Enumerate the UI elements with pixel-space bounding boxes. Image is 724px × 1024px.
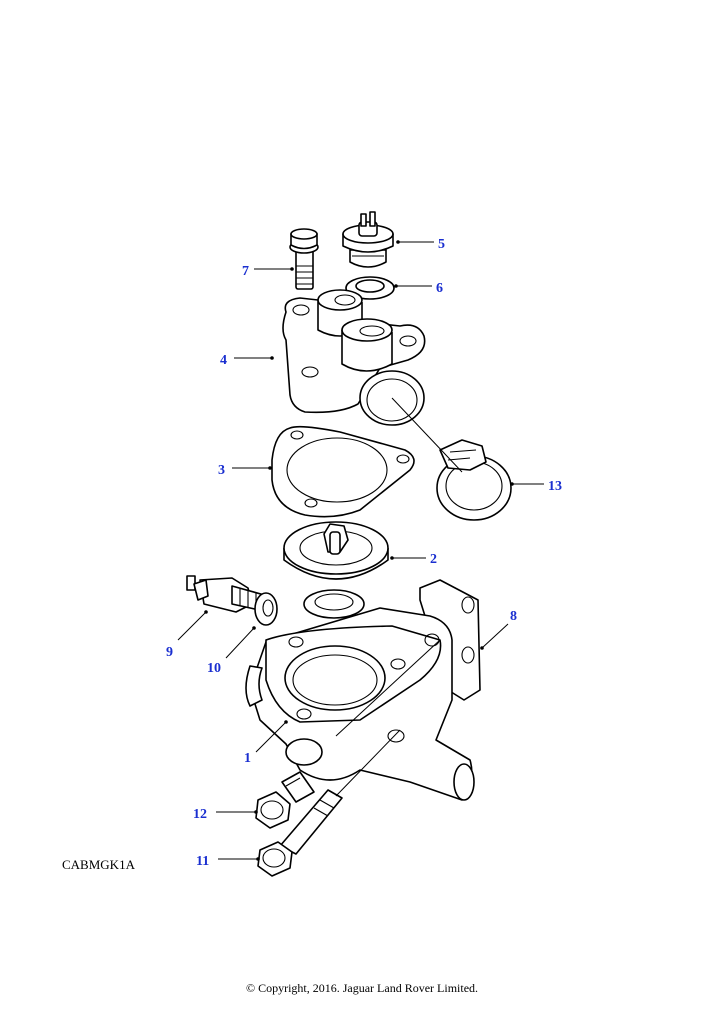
callout-11[interactable]: 11 xyxy=(196,854,260,869)
callout-5[interactable]: 5 xyxy=(396,237,445,252)
copyright-notice: © Copyright, 2016. Jaguar Land Rover Lim… xyxy=(245,981,479,995)
part-11-long-bolt[interactable] xyxy=(257,789,343,877)
svg-text:9: 9 xyxy=(166,645,173,660)
callout-8[interactable]: 8 xyxy=(480,609,517,650)
svg-text:4: 4 xyxy=(220,353,227,368)
callout-10[interactable]: 10 xyxy=(207,626,256,676)
part-2-thermostat[interactable] xyxy=(283,521,389,580)
part-7-bolt[interactable] xyxy=(289,228,319,290)
svg-text:13: 13 xyxy=(548,479,562,494)
part-13-hose-clip[interactable] xyxy=(436,439,512,521)
thermostat-seal xyxy=(303,589,365,619)
svg-text:3: 3 xyxy=(218,463,225,478)
callout-13[interactable]: 13 xyxy=(510,479,562,494)
svg-text:6: 6 xyxy=(436,281,443,296)
callout-4[interactable]: 4 xyxy=(220,353,274,368)
callout-6[interactable]: 6 xyxy=(394,281,443,296)
svg-text:10: 10 xyxy=(207,661,221,676)
callout-3[interactable]: 3 xyxy=(218,463,272,478)
svg-text:1: 1 xyxy=(244,751,251,766)
part-1-main-housing[interactable] xyxy=(245,607,475,801)
svg-text:7: 7 xyxy=(242,264,249,279)
part-3-gasket[interactable] xyxy=(271,425,415,518)
svg-text:12: 12 xyxy=(193,807,207,822)
callout-1[interactable]: 1 xyxy=(244,720,288,766)
part-12-short-bolt[interactable] xyxy=(255,771,315,829)
callout-9[interactable]: 9 xyxy=(166,610,208,660)
callout-7[interactable]: 7 xyxy=(242,264,294,279)
svg-text:11: 11 xyxy=(196,854,209,869)
svg-text:2: 2 xyxy=(430,552,437,567)
callout-12[interactable]: 12 xyxy=(193,807,258,822)
callout-2[interactable]: 2 xyxy=(390,552,437,567)
figure-code: CABMGK1A xyxy=(62,857,135,872)
part-10-sealing-washer[interactable] xyxy=(254,592,278,626)
part-4-upper-housing[interactable] xyxy=(282,289,426,426)
svg-text:5: 5 xyxy=(438,237,445,252)
svg-text:8: 8 xyxy=(510,609,517,624)
part-5-temperature-sender[interactable] xyxy=(342,211,394,268)
